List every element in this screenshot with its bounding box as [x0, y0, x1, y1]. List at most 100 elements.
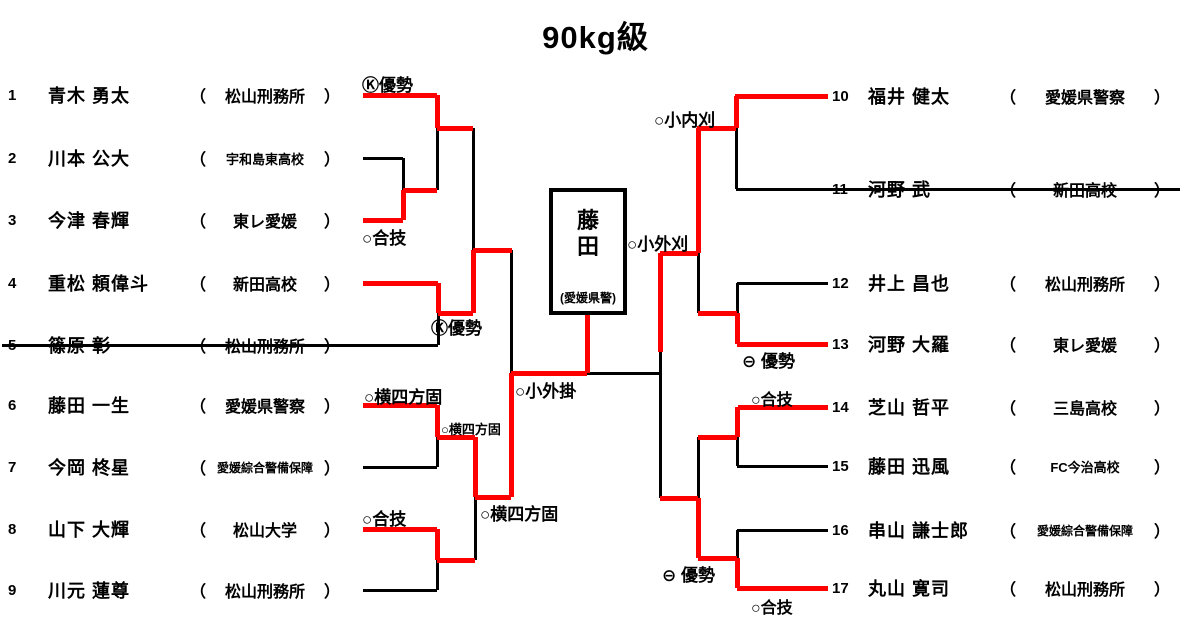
result-annotation: ○合技 [751, 600, 793, 617]
winner-path-line [696, 128, 701, 253]
champion-box: 藤田 (愛媛県警) [549, 188, 627, 315]
champion-name-char: 藤 [576, 208, 599, 233]
result-annotation: ○小外掛 [515, 382, 577, 401]
open-paren: （ [190, 523, 207, 540]
winner-path-line [401, 190, 406, 220]
result-annotation: ○小内刈 [654, 111, 716, 130]
close-paren: ） [324, 523, 341, 540]
bracket-line [436, 560, 439, 590]
bracket-line [736, 530, 739, 558]
winner-path-line [696, 498, 701, 558]
bracket-line [437, 313, 440, 345]
bracket-line [659, 352, 662, 498]
entry-number: 15 [832, 457, 849, 475]
winner-path-line [473, 437, 478, 497]
winner-path-line [585, 315, 590, 373]
winner-path-line [698, 311, 737, 316]
winner-path-line [437, 126, 473, 131]
winner-path-line [735, 558, 740, 588]
bracket-line [737, 529, 828, 532]
close-paren: ） [1154, 338, 1171, 355]
open-paren: （ [1000, 90, 1017, 107]
result-annotation: ○横四方固 [480, 505, 559, 524]
open-paren: （ [190, 214, 207, 231]
bracket-line [697, 253, 700, 313]
close-paren: ） [324, 399, 341, 416]
winner-path-line [437, 435, 475, 440]
entry-name: 串山 謙士郎 [868, 521, 970, 541]
entry-number: 13 [832, 335, 849, 353]
entry-org: 東レ愛媛 [1053, 338, 1118, 355]
winner-path-line [475, 495, 511, 500]
winner-path-line [735, 407, 740, 437]
winner-path-line [435, 405, 440, 437]
result-annotation: ○合技 [362, 510, 407, 529]
winner-path-line [697, 126, 736, 131]
winner-path-line [735, 313, 740, 344]
result-annotation: ○合技 [751, 392, 793, 409]
bracket-line [436, 437, 439, 467]
result-annotation: Ⓚ優勢 [362, 76, 413, 95]
bracket-line [737, 282, 828, 285]
bracket-line [736, 188, 1180, 191]
bracket-line [363, 589, 437, 592]
champion-name: 藤田 [577, 208, 599, 260]
entry-name: 芝山 哲平 [868, 398, 951, 418]
bracket-line [363, 157, 403, 160]
entry-org: 愛媛綜合警備保障 [217, 460, 314, 475]
winner-path-line [660, 496, 698, 501]
close-paren: ） [324, 277, 341, 294]
bracket-line [736, 437, 739, 466]
entry-number: 9 [8, 581, 17, 599]
winner-path-line [437, 558, 475, 563]
entry-name: 福井 健太 [868, 87, 951, 107]
result-annotation: ○小外刈 [627, 235, 689, 254]
entry-name: 重松 頼偉斗 [48, 274, 150, 294]
entry-number: 4 [8, 274, 17, 292]
winner-path-line [660, 251, 698, 256]
entry-name: 川元 蓮尊 [48, 581, 131, 601]
entry-row-11: 11河野 武（新田高校） [832, 176, 1184, 202]
close-paren: ） [324, 152, 341, 169]
close-paren: ） [1154, 524, 1171, 541]
entry-number: 16 [832, 521, 849, 539]
entry-org: 愛媛綜合警備保障 [1037, 523, 1134, 538]
winner-path-line [734, 96, 739, 128]
entry-org: 松山刑務所 [225, 584, 306, 601]
open-paren: （ [190, 89, 207, 106]
winner-path-line [698, 435, 737, 440]
entry-number: 2 [8, 149, 17, 167]
open-paren: （ [1000, 277, 1017, 294]
winner-path-line [403, 188, 437, 193]
champion-org: (愛媛県警) [560, 291, 616, 305]
open-paren: （ [190, 461, 207, 478]
entry-org: 愛媛県警察 [225, 399, 306, 416]
winner-path-line [435, 529, 440, 560]
entry-org: 新田高校 [1053, 183, 1118, 200]
open-paren: （ [190, 277, 207, 294]
entry-number: 12 [832, 274, 849, 292]
winner-path-line [363, 527, 437, 532]
open-paren: （ [1000, 338, 1017, 355]
bracket-line [402, 158, 405, 190]
entry-number: 17 [832, 579, 849, 597]
entry-name: 藤田 一生 [48, 396, 131, 416]
entry-org: 松山刑務所 [225, 89, 306, 106]
close-paren: ） [1154, 460, 1171, 477]
entry-org: 松山刑務所 [225, 339, 306, 356]
entry-org: FC今治高校 [1050, 459, 1120, 475]
open-paren: （ [190, 399, 207, 416]
winner-path-line [473, 248, 512, 253]
entry-org: 松山刑務所 [1045, 582, 1126, 599]
entry-org: 三島高校 [1053, 401, 1118, 418]
entry-number: 1 [8, 86, 17, 104]
result-annotation: ○合技 [362, 229, 407, 248]
entry-org: 愛媛県警察 [1045, 90, 1126, 107]
